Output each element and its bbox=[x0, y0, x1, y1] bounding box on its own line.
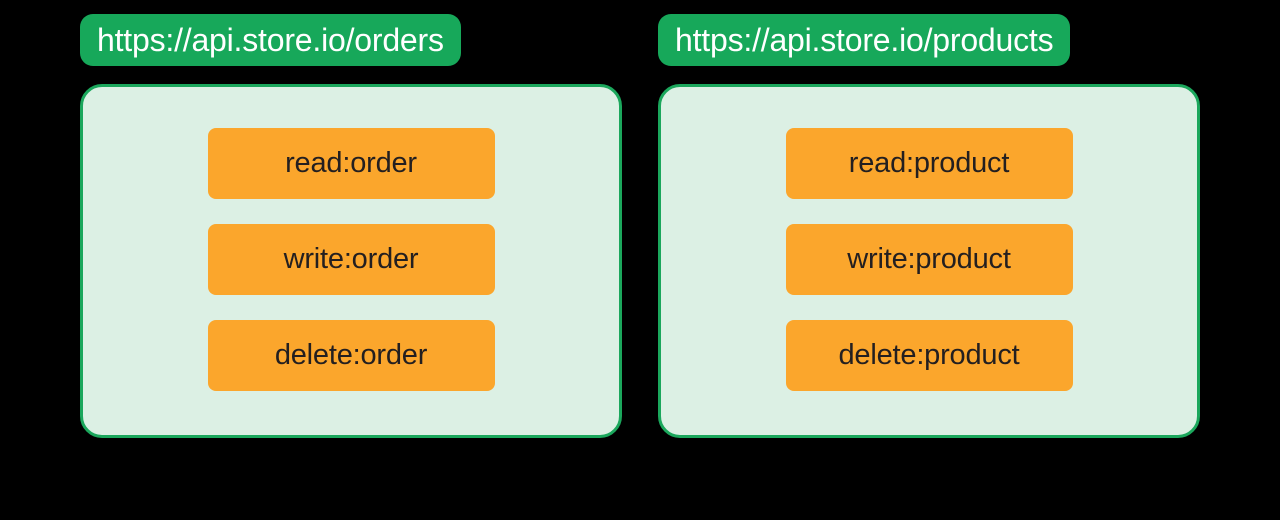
scope-chip[interactable]: read:order bbox=[207, 128, 495, 199]
endpoint-url-label: https://api.store.io/orders bbox=[97, 22, 444, 58]
scope-label: read:order bbox=[285, 147, 417, 179]
scope-label: delete:product bbox=[838, 339, 1020, 371]
scope-panel-products: read:product write:product delete:produc… bbox=[658, 84, 1200, 438]
endpoint-pill-products[interactable]: https://api.store.io/products bbox=[658, 14, 1071, 66]
scope-chip[interactable]: delete:product bbox=[785, 320, 1073, 391]
scope-chip[interactable]: delete:order bbox=[207, 320, 495, 391]
scope-label: read:product bbox=[848, 147, 1010, 179]
scope-label: write:order bbox=[283, 243, 419, 275]
scope-chip[interactable]: read:product bbox=[785, 128, 1073, 199]
scope-label: write:product bbox=[847, 243, 1011, 275]
scope-list-orders: read:order write:order delete:order bbox=[207, 128, 495, 391]
scope-chip[interactable]: write:product bbox=[785, 224, 1073, 295]
endpoint-pill-orders[interactable]: https://api.store.io/orders bbox=[80, 14, 461, 66]
api-group-orders: https://api.store.io/orders read:order w… bbox=[80, 14, 625, 438]
endpoint-url-label: https://api.store.io/products bbox=[675, 22, 1054, 58]
scope-label: delete:order bbox=[274, 339, 428, 371]
scope-list-products: read:product write:product delete:produc… bbox=[785, 128, 1073, 391]
scope-panel-orders: read:order write:order delete:order bbox=[80, 84, 622, 438]
api-group-products: https://api.store.io/products read:produ… bbox=[658, 14, 1203, 438]
scope-chip[interactable]: write:order bbox=[207, 224, 495, 295]
